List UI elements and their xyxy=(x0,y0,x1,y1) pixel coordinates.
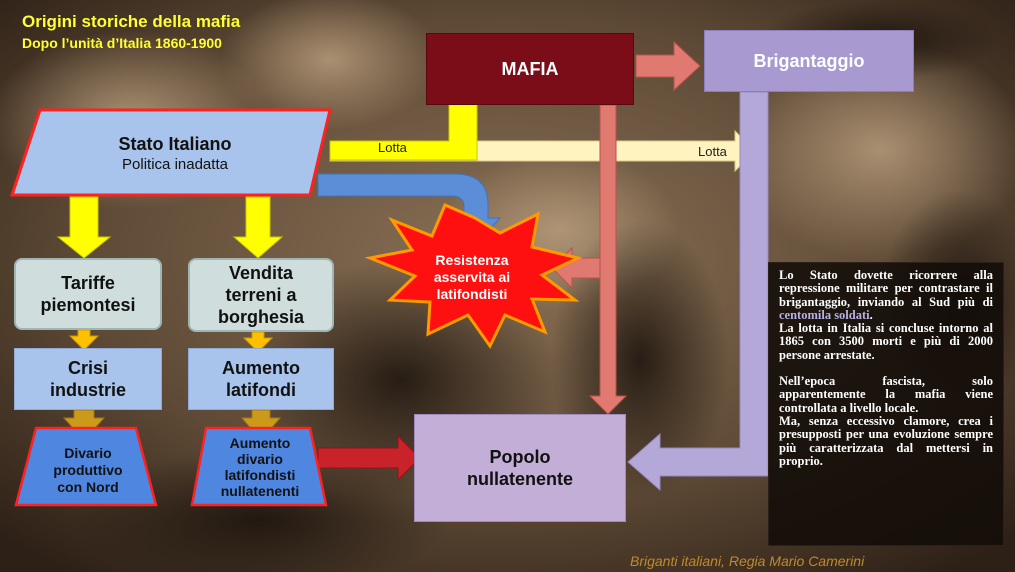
resistenza-line-1: Resistenza xyxy=(435,251,509,268)
stato-subtitle: Politica inadatta xyxy=(122,156,228,173)
side-paragraph-4: Ma, senza eccessivo clamore, crea i pres… xyxy=(779,413,993,468)
divario-line-1: Divario xyxy=(64,444,112,461)
node-resistenza: Resistenza asservita ai latifondisti xyxy=(410,248,534,306)
resistenza-line-3: latifondisti xyxy=(436,285,508,302)
aumento-divario-line-4: nullatenenti xyxy=(220,483,300,499)
side-text-box: Lo Stato dovette ricorrere alla repressi… xyxy=(768,262,1004,546)
node-aumento-divario: Aumento divario latifondisti nullatenent… xyxy=(200,432,320,502)
vendita-line-3: borghesia xyxy=(217,307,305,327)
node-popolo-nullatenente: Popolo nullatenente xyxy=(414,414,626,522)
node-vendita-terreni: Vendita terreni a borghesia xyxy=(188,258,334,332)
resistenza-star xyxy=(364,203,583,349)
node-brigantaggio: Brigantaggio xyxy=(704,30,914,92)
aumento-divario-line-1: Aumento xyxy=(229,435,291,451)
aumento-divario-line-3: latifondisti xyxy=(224,467,296,483)
arrow-vendita-to-aumento xyxy=(242,331,274,353)
popolo-line-2: nullatenente xyxy=(466,469,573,489)
side-paragraph-1: Lo Stato dovette ricorrere alla repressi… xyxy=(779,268,993,322)
node-divario-produttivo: Divario produttivo con Nord xyxy=(26,440,150,500)
aumento-latifondi-line-2: latifondi xyxy=(226,380,296,400)
crisi-line-1: Crisi xyxy=(67,358,109,378)
film-credit: Briganti italiani, Regia Mario Camerini xyxy=(630,553,865,569)
node-crisi-industrie: Crisi industrie xyxy=(14,348,162,410)
divario-line-2: produttivo xyxy=(53,461,123,478)
side-highlight-centomila: centomila soldati xyxy=(779,307,870,322)
side-p1-text: Lo Stato dovette ricorrere alla repressi… xyxy=(779,268,993,309)
arrow-mafia-to-brigantaggio xyxy=(635,40,701,92)
slide-subtitle: Dopo l’unità d’Italia 1860-1900 xyxy=(22,35,222,51)
edge-label-lotta-mafia: Lotta xyxy=(378,140,407,155)
side-paragraph-3: Nell’epoca fascista, solo apparentemente… xyxy=(779,374,993,415)
node-mafia: MAFIA xyxy=(426,33,634,105)
vendita-line-2: terreni a xyxy=(225,285,297,305)
tariffe-line-1: Tariffe xyxy=(61,273,115,293)
arrow-tariffe-to-crisi xyxy=(68,329,100,351)
node-tariffe-piemontesi: Tariffe piemontesi xyxy=(14,258,162,330)
stato-italiano-shape xyxy=(9,108,332,197)
popolo-line-1: Popolo xyxy=(489,447,551,467)
stato-title: Stato Italiano xyxy=(118,134,232,154)
aumento-latifondi-line-1: Aumento xyxy=(222,358,300,378)
arrow-stato-to-tariffe xyxy=(56,196,112,259)
arrow-stato-to-vendita xyxy=(232,196,284,259)
divario-line-3: con Nord xyxy=(57,478,119,495)
tariffe-line-2: piemontesi xyxy=(40,295,136,315)
node-stato-italiano: Stato Italiano Politica inadatta xyxy=(30,126,320,182)
crisi-line-2: industrie xyxy=(49,380,126,400)
node-aumento-latifondi: Aumento latifondi xyxy=(188,348,334,410)
aumento-divario-line-2: divario xyxy=(237,451,283,467)
side-paragraph-2: La lotta in Italia si concluse intorno a… xyxy=(779,321,993,362)
resistenza-line-2: asservita ai xyxy=(433,268,511,285)
vendita-line-1: Vendita xyxy=(228,263,294,283)
arrow-mafia-to-popolo xyxy=(588,104,628,415)
divario-shape xyxy=(14,426,158,507)
edge-label-lotta-brigantaggio: Lotta xyxy=(698,144,727,159)
arrow-divario-to-popolo xyxy=(317,434,421,482)
slide-title: Origini storiche della mafia xyxy=(22,12,241,31)
aumento-divario-shape xyxy=(190,426,328,507)
side-p1-end: . xyxy=(869,307,873,322)
